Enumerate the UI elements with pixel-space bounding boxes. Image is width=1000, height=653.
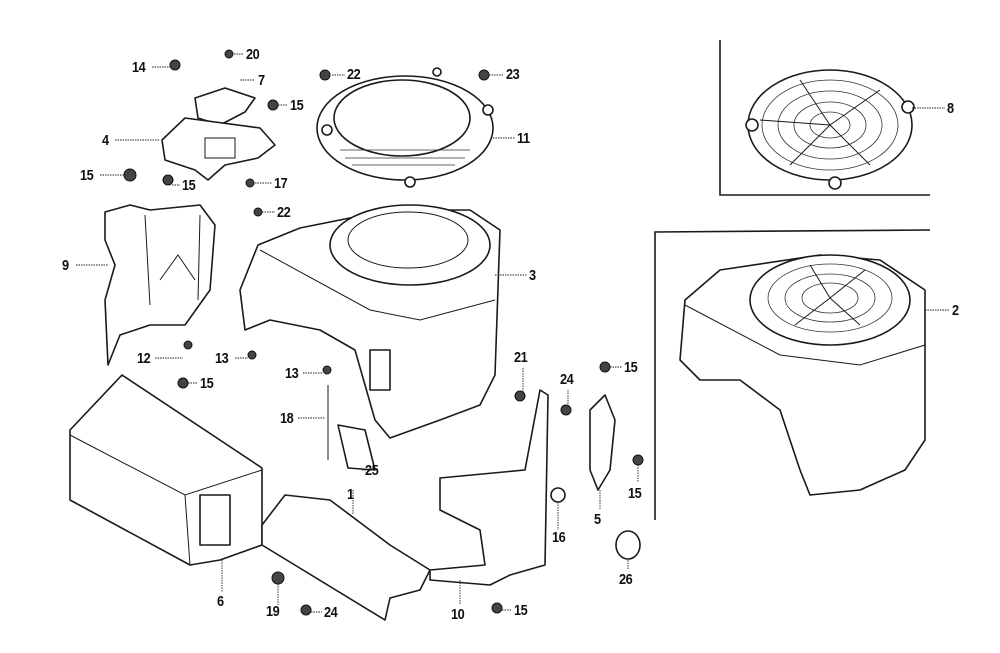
inset-frame-screen xyxy=(719,40,930,196)
nut-13-left xyxy=(247,350,257,360)
screen-ring-part xyxy=(316,67,494,188)
callout-26: 26 xyxy=(619,571,633,588)
bracket-part xyxy=(161,117,276,181)
callout-25: 25 xyxy=(365,462,379,479)
callout-18: 20 xyxy=(246,46,260,63)
callout-5: 5 xyxy=(594,511,601,528)
rotating-screen-part xyxy=(745,69,915,190)
screw-18 xyxy=(224,49,234,59)
clip-12 xyxy=(183,340,193,350)
bolt-15-top-left xyxy=(169,59,181,71)
callout-22: 23 xyxy=(506,66,520,83)
cylinder-shroud-part xyxy=(104,204,216,366)
nut-22-right xyxy=(478,69,490,81)
callout-2: 2 xyxy=(952,302,959,319)
callout-15: 15 xyxy=(80,167,94,184)
cover-plate-part xyxy=(194,87,256,126)
callout-14: 16 xyxy=(552,529,566,546)
callout-21: 22 xyxy=(277,204,291,221)
inset-frame-assembly xyxy=(654,229,931,520)
air-cleaner-cover-part xyxy=(69,374,263,566)
callout-15: 15 xyxy=(628,485,642,502)
bolt-15-under-clip xyxy=(177,377,189,389)
callout-15: 15 xyxy=(290,97,304,114)
nut-22-left xyxy=(319,69,331,81)
callout-15: 15 xyxy=(182,177,196,194)
bottom-shroud-part xyxy=(429,389,549,586)
callout-16: 17 xyxy=(274,175,288,192)
fan-cover-assembly-part xyxy=(679,254,926,496)
fan-cover-part xyxy=(239,204,501,439)
callout-6: 6 xyxy=(217,593,224,610)
callout-12: 12 xyxy=(137,350,151,367)
bolt-23 xyxy=(560,404,572,416)
callout-19: 19 xyxy=(266,603,280,620)
callout-3: 3 xyxy=(529,267,536,284)
cap-part xyxy=(615,530,641,560)
callout-15: 14 xyxy=(132,59,146,76)
bolt-15-under-bracket xyxy=(162,174,174,186)
callout-23: 24 xyxy=(560,371,574,388)
bolt-15-right-lower xyxy=(632,454,644,466)
leader-lines xyxy=(76,53,950,613)
bolt-20 xyxy=(514,390,526,402)
nut-21 xyxy=(253,207,263,217)
callout-11: 11 xyxy=(517,130,530,147)
lower-plate-part xyxy=(261,494,431,621)
callout-4: 4 xyxy=(102,132,109,149)
callout-15: 15 xyxy=(200,375,214,392)
callout-22: 22 xyxy=(347,66,361,83)
callout-10: 10 xyxy=(451,606,465,623)
bolt-15-bottom xyxy=(491,602,503,614)
nut-13-center xyxy=(322,365,332,375)
callout-15: 15 xyxy=(624,359,638,376)
bolt-15-left xyxy=(123,168,137,182)
bolt-24 xyxy=(300,604,312,616)
side-bracket-part xyxy=(589,394,616,491)
callout-7: 7 xyxy=(258,72,265,89)
callout-15: 15 xyxy=(514,602,528,619)
callout-9: 9 xyxy=(62,257,69,274)
bolt-15-right-top xyxy=(599,361,611,373)
callout-17: 18 xyxy=(280,410,294,427)
bolt-16 xyxy=(245,178,255,188)
grommet-part xyxy=(550,487,566,503)
callout-13: 13 xyxy=(215,350,229,367)
bolt-19 xyxy=(271,571,285,585)
callout-13: 13 xyxy=(285,365,299,382)
bolt-15-right-plate xyxy=(267,99,279,111)
callout-20: 21 xyxy=(514,349,528,366)
callout-1: 1 xyxy=(347,486,354,503)
callout-8: 8 xyxy=(947,100,954,117)
callout-24: 24 xyxy=(324,604,338,621)
